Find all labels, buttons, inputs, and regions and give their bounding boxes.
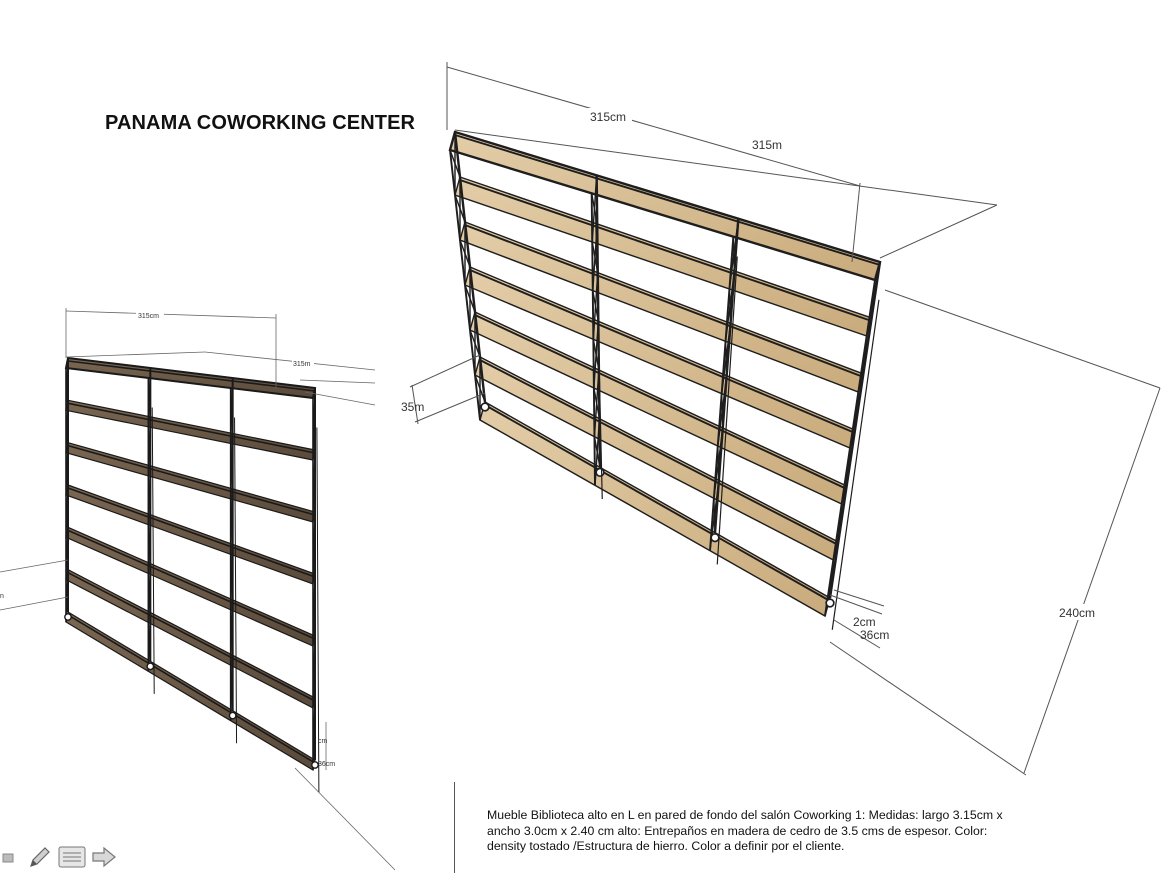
dim-depth-label: 35m — [401, 400, 424, 414]
caster-wheel — [710, 532, 720, 543]
caption-divider — [454, 782, 455, 873]
shelf-board — [479, 400, 831, 618]
notes-icon[interactable] — [58, 843, 86, 871]
partial-icon[interactable] — [0, 843, 22, 871]
small-view-dimension-labels: 315cm 315m cm 36cm n — [0, 310, 335, 768]
large-view-dimension-labels: 315cm 315m 35m 240cm 2cm 36cm — [401, 108, 1100, 642]
dim-shelf-thickness-label: 2cm — [853, 615, 876, 629]
next-arrow-icon[interactable] — [90, 843, 118, 871]
shelf-board — [65, 484, 316, 585]
caster-wheel — [595, 467, 605, 478]
small-view-dimensions — [0, 308, 396, 871]
caster-wheel — [825, 598, 835, 608]
small-dim-thickness-label: cm — [318, 738, 328, 745]
caster-wheel — [64, 613, 72, 621]
furniture-description: Mueble Biblioteca alto en L en pared de … — [487, 808, 1003, 853]
shelf-board — [65, 441, 316, 523]
shelf-board — [65, 399, 316, 461]
small-dim-left-label: n — [0, 593, 4, 600]
small-dim-width-label: 315cm — [138, 313, 159, 320]
slide-toolbar — [0, 843, 118, 871]
small-dim-side-label: 315m — [293, 361, 311, 368]
caster-wheel — [228, 711, 237, 720]
large-bookshelf-view — [448, 130, 882, 630]
dim-side-label: 315m — [752, 138, 782, 152]
dim-shelf-depth-label: 36cm — [860, 628, 889, 642]
caster-wheel — [311, 761, 319, 769]
large-view-dimensions — [409, 62, 1161, 776]
pencil-icon[interactable] — [26, 843, 54, 871]
dim-height-label: 240cm — [1059, 606, 1095, 620]
shelf-board — [65, 357, 316, 399]
caster-wheel — [146, 662, 155, 671]
caster-wheel — [480, 402, 490, 412]
dim-width-label: 315cm — [590, 110, 626, 124]
page-title: PANAMA COWORKING CENTER — [105, 112, 416, 134]
small-dim-depth-label: 36cm — [318, 761, 335, 768]
small-bookshelf-view — [64, 356, 320, 793]
